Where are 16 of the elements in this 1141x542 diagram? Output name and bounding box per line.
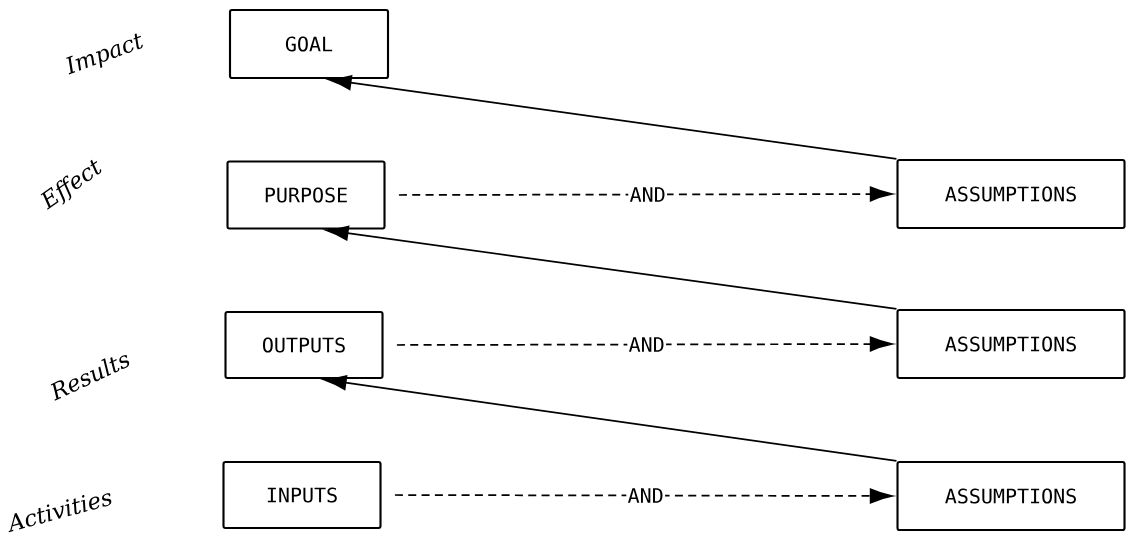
edge-label: AND [627,335,667,354]
edge-label: AND [626,486,666,505]
arrow [396,336,893,352]
arrow [323,375,898,462]
edge-label: AND [628,185,668,204]
text-box: ASSUMPTIONS [896,460,1126,532]
text-box: PURPOSE [226,160,386,230]
text-box: ASSUMPTIONS [896,308,1126,380]
text-box: GOAL [228,8,390,80]
arrow [398,186,893,202]
arrow [394,488,893,504]
arrow [325,225,898,310]
arrow [328,75,898,160]
text-box: INPUTS [222,460,382,530]
text-box: ASSUMPTIONS [896,158,1126,230]
text-box: OUTPUTS [224,310,384,380]
